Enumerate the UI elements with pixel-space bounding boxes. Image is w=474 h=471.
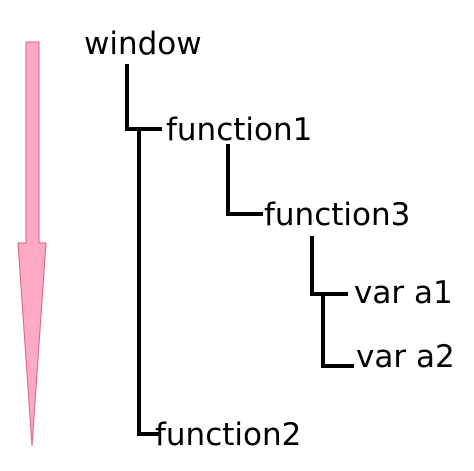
- node-var-a2: var a2: [356, 339, 455, 375]
- node-window: window: [84, 26, 202, 62]
- downward-arrow-icon: [17, 41, 47, 447]
- node-function1: function1: [166, 112, 312, 148]
- connector-function1-to-function3: [226, 144, 263, 216]
- connector-window-to-function1: [125, 64, 162, 131]
- node-var-a1: var a1: [354, 275, 453, 311]
- connector-function3-to-var-a2: [321, 292, 354, 368]
- node-function2: function2: [155, 417, 301, 453]
- connector-function3-to-var-a1: [310, 236, 348, 296]
- connector-window-to-function2: [137, 127, 160, 436]
- node-function3: function3: [264, 197, 410, 233]
